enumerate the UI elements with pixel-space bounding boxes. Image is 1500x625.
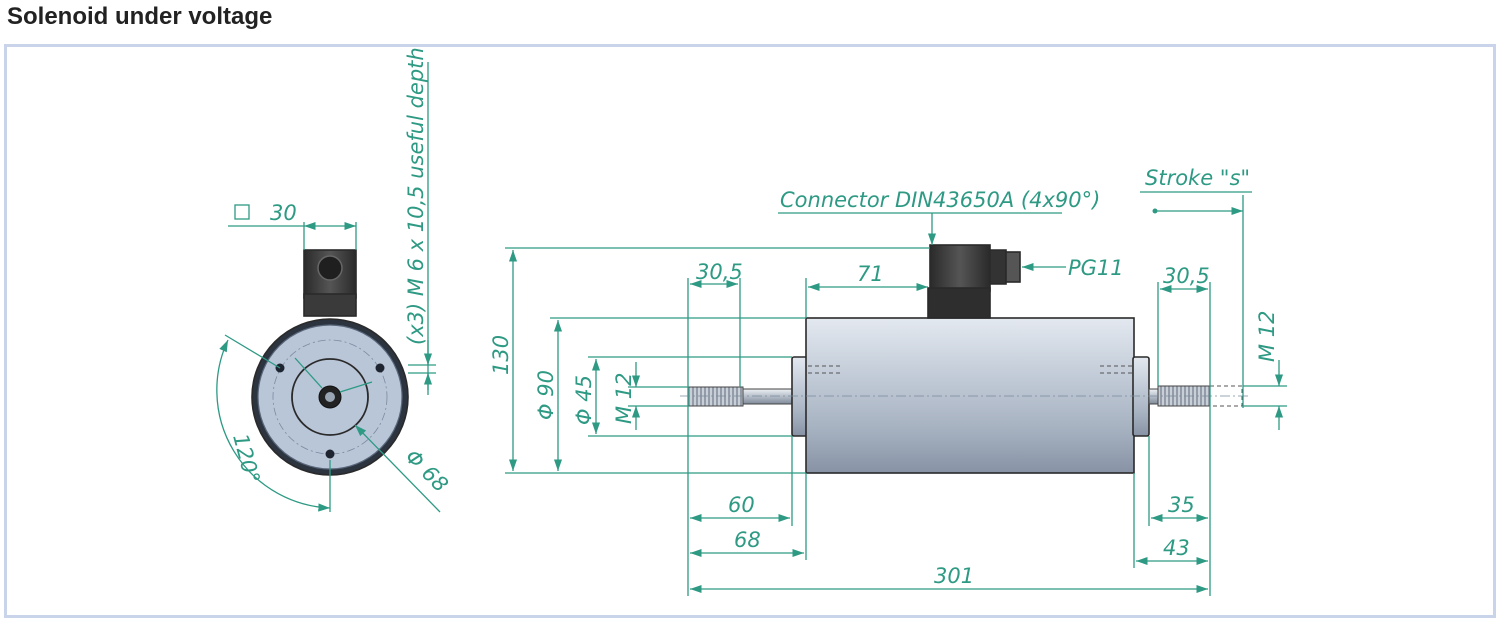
connector-label: Connector DIN43650A (4x90°): [780, 188, 1100, 212]
square-symbol-icon: [234, 204, 250, 220]
angle-arc: [216, 339, 331, 512]
connector-nut: [1005, 251, 1021, 283]
dim-phi90-text: Φ 90: [534, 370, 558, 420]
end-connector-base: [303, 293, 357, 317]
left-thread: [687, 386, 744, 407]
dim-30-5-right-text: 30,5: [1163, 264, 1210, 288]
stroke-label: Stroke "s": [1145, 166, 1250, 190]
end-radial-line-2: [339, 381, 373, 393]
connector-body: [929, 244, 991, 292]
dim-m12-right-text: M 12: [1255, 310, 1279, 362]
dim-301-text: 301: [934, 564, 974, 588]
side-view: Connector DIN43650A (4x90°) PG11 Stroke …: [489, 166, 1287, 596]
end-view: 30 (x3) M 6 x 10,5 useful depth 120° Φ 6…: [216, 47, 453, 513]
end-shaft-core: [325, 392, 335, 402]
angle-text: 120°: [228, 431, 264, 486]
dim-35-text: 35: [1168, 493, 1195, 517]
dim-30-5-left-text: 30,5: [696, 260, 743, 284]
right-flange: [1132, 356, 1150, 437]
end-connector-gland: [317, 255, 343, 281]
mounting-hole-2: [375, 363, 385, 373]
dim-130-text: 130: [489, 335, 513, 375]
thread-note-text: (x3) M 6 x 10,5 useful depth: [404, 47, 428, 345]
solenoid-body: [805, 317, 1135, 474]
connector-base: [927, 287, 991, 319]
dim-43-text: 43: [1163, 536, 1190, 560]
square-dim-text: 30: [270, 201, 297, 225]
angle-ext-top: [224, 334, 281, 369]
pg-label: PG11: [1068, 256, 1124, 280]
diameter-text: Φ 68: [400, 445, 452, 497]
dim-71-text: 71: [857, 262, 884, 286]
stroke-dot-icon: [1152, 208, 1158, 214]
connector-gland: [989, 249, 1007, 285]
dim-68-text: 68: [734, 528, 761, 552]
dim-m12-left-text: M 12: [612, 372, 636, 424]
diameter-leader: [354, 424, 441, 513]
drawing-frame: [4, 44, 1496, 618]
page-title: Solenoid under voltage: [7, 3, 273, 30]
mounting-hole-3: [325, 449, 335, 459]
dim-60-text: 60: [728, 493, 755, 517]
dim-phi45-text: Φ 45: [572, 375, 596, 425]
left-rod: [742, 388, 794, 405]
